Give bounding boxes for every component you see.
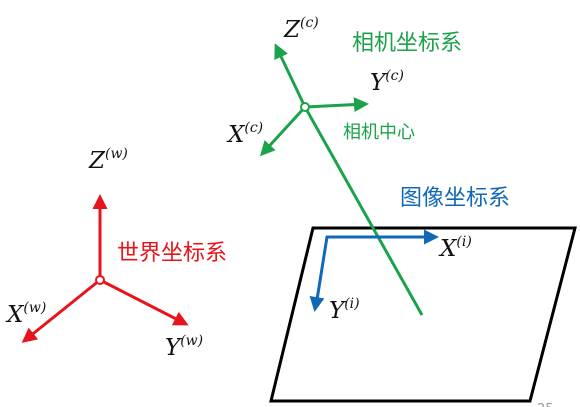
image-axes-corner — [314, 235, 430, 307]
world-x-axis-arrow — [21, 278, 101, 343]
camera-x-axis-label: X(c) — [226, 120, 263, 148]
image-y-axis-label: Y(i) — [329, 296, 360, 324]
camera-x-axis-arrow — [259, 105, 307, 157]
camera-z-axis-arrow — [274, 43, 307, 108]
camera-z-axis-label: Z(c) — [283, 15, 319, 43]
camera-optical-axis — [303, 106, 424, 316]
image-plane — [269, 226, 577, 403]
world-x-axis-label: X(w) — [5, 300, 46, 328]
world-z-axis-label: Z(w) — [88, 146, 128, 174]
world-y-axis-label: Y(w) — [165, 333, 203, 361]
camera-y-axis-label: Y(c) — [370, 68, 404, 96]
page-number: 25 — [537, 402, 554, 407]
world-system-title: 世界坐标系 — [117, 241, 227, 266]
camera-center-point — [300, 102, 310, 112]
camera-y-axis-arrow — [304, 97, 369, 113]
image-y-axis-arrow — [309, 295, 325, 312]
camera-center-label: 相机中心 — [343, 122, 415, 143]
image-system-title: 图像坐标系 — [400, 186, 510, 211]
image-x-axis-label: X(i) — [438, 234, 472, 262]
camera-system-title: 相机坐标系 — [352, 31, 462, 56]
world-y-axis-arrow — [99, 278, 189, 326]
world-origin-point — [95, 275, 105, 285]
